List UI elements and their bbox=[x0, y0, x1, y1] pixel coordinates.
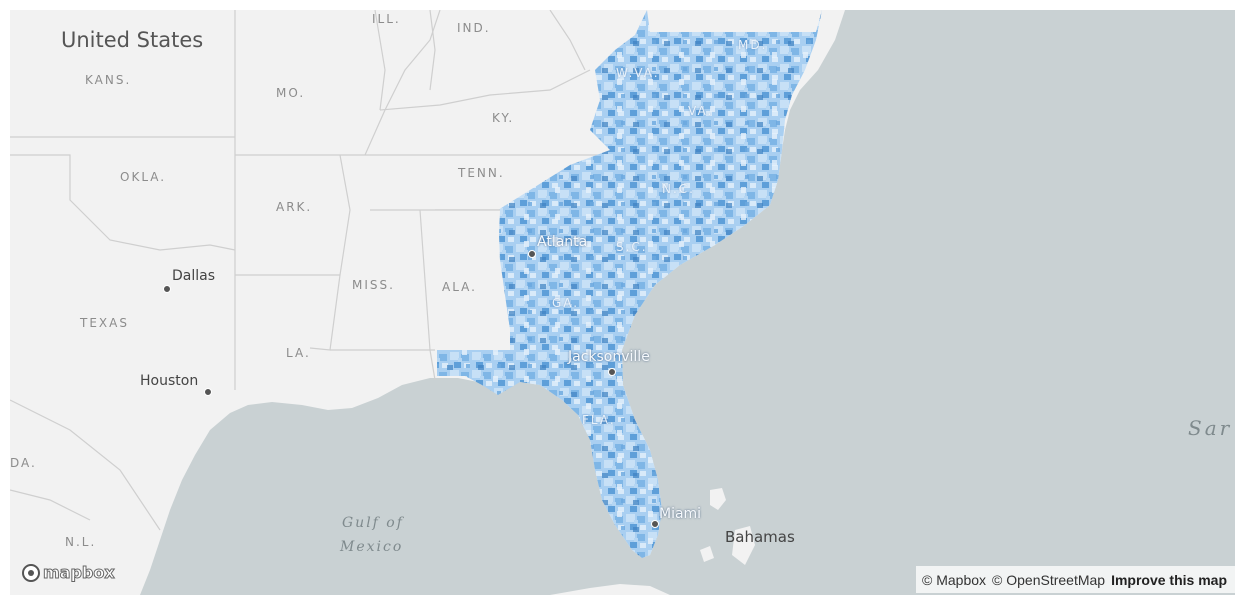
land-gap-pa bbox=[647, 10, 822, 32]
mapbox-logo-link[interactable]: mapbox bbox=[22, 563, 116, 583]
city-dot-houston bbox=[204, 388, 212, 396]
city-dot-atlanta bbox=[528, 250, 536, 258]
land-cuba bbox=[550, 584, 670, 595]
mapbox-logo-wordmark: mapbox bbox=[43, 563, 116, 583]
city-dot-dallas bbox=[163, 285, 171, 293]
attribution-osm-link[interactable]: © OpenStreetMap bbox=[992, 571, 1106, 588]
city-dot-jacksonville bbox=[608, 368, 616, 376]
land-bahamas-2 bbox=[732, 526, 755, 565]
attribution-mapbox-link[interactable]: © Mapbox bbox=[922, 571, 987, 588]
land-bahamas-1 bbox=[710, 488, 726, 510]
map-canvas[interactable]: United States Bahamas ILL. IND. KANS. MO… bbox=[10, 10, 1235, 595]
improve-map-link[interactable]: Improve this map bbox=[1111, 571, 1227, 588]
land-gap-ga bbox=[435, 210, 510, 350]
map-attribution: © Mapbox © OpenStreetMap Improve this ma… bbox=[916, 566, 1235, 593]
map-base-layer bbox=[10, 10, 845, 595]
land-bahamas-3 bbox=[700, 546, 714, 562]
city-dot-miami bbox=[651, 520, 659, 528]
mapbox-logo-icon bbox=[22, 563, 40, 582]
